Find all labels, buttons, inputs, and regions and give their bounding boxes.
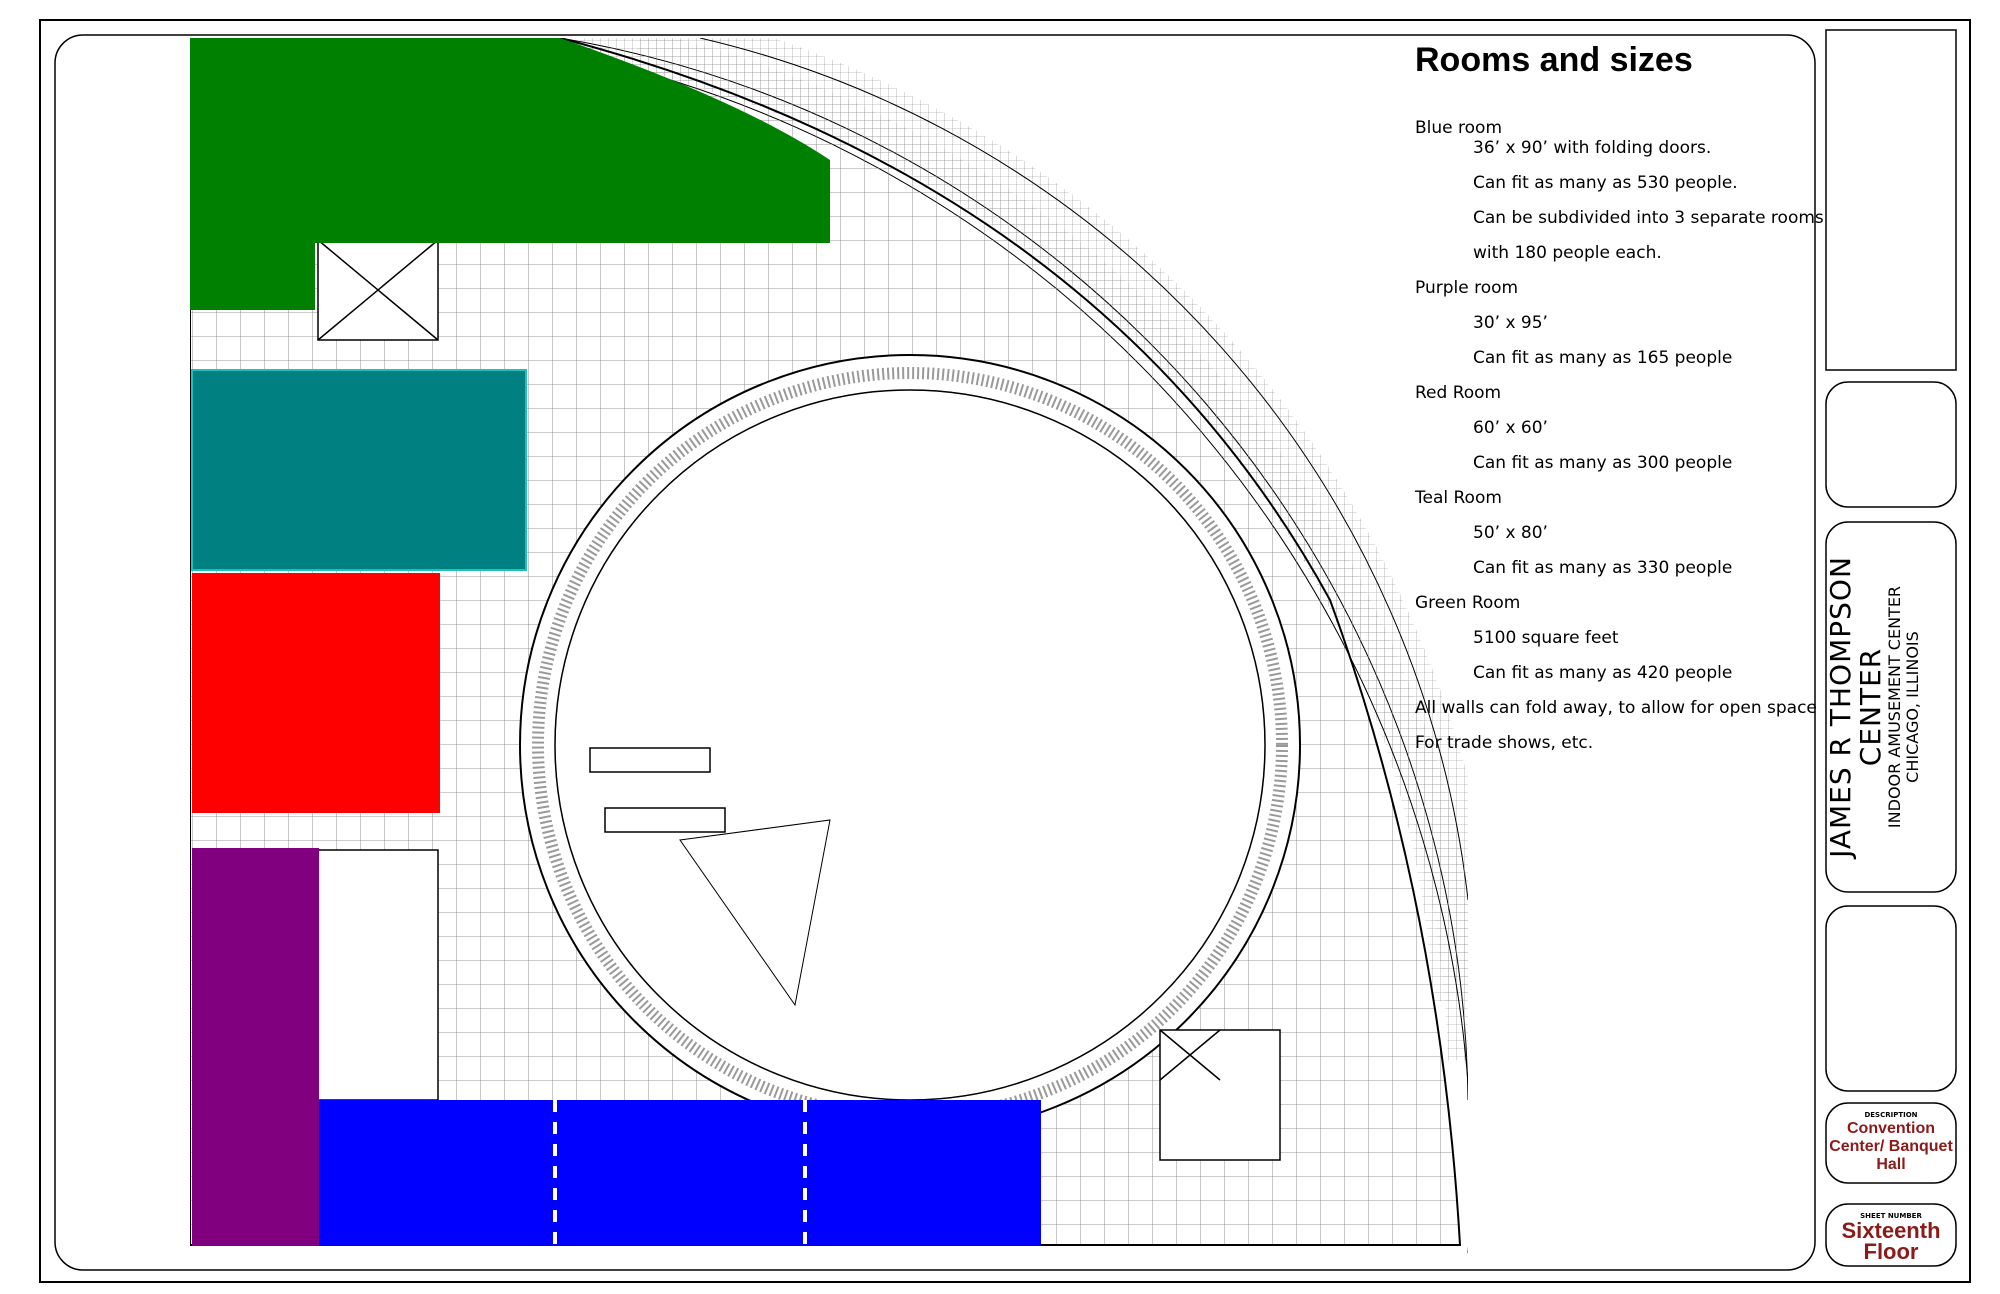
- rotunda: [519, 354, 1301, 1136]
- room-name-green: Green Room: [1415, 593, 1521, 613]
- room-detail: Can fit as many as 165 people: [1473, 348, 1733, 368]
- blue-room: [319, 1100, 1041, 1246]
- rooms-legend: Rooms and sizes Blue room 36’ x 90’ with…: [1415, 40, 1835, 753]
- room-name-blue: Blue room: [1415, 118, 1503, 138]
- room-detail: 5100 square feet: [1473, 628, 1619, 648]
- room-detail: Can fit as many as 330 people: [1473, 558, 1733, 578]
- room-detail: Can fit as many as 420 people: [1473, 663, 1733, 683]
- room-detail: 36’ x 90’ with folding doors.: [1473, 138, 1712, 158]
- room-detail: with 180 people each.: [1473, 243, 1662, 263]
- sheet-number-block: SHEET NUMBER Sixteenth Floor: [1826, 1204, 1956, 1264]
- project-title-line1: JAMES R THOMPSON: [1824, 556, 1857, 858]
- inner-border: [54, 34, 1816, 1271]
- sheet-number-value: Sixteenth Floor: [1841, 1218, 1941, 1264]
- curved-facade: [479, 38, 1468, 1253]
- description-label: DESCRIPTION: [1864, 1111, 1918, 1119]
- room-detail: 50’ x 80’: [1473, 523, 1548, 543]
- description-block: DESCRIPTION Convention Center/ Banquet H…: [1826, 1103, 1956, 1183]
- green-room: [190, 38, 830, 310]
- teal-room: [191, 369, 527, 571]
- red-room: [192, 573, 440, 813]
- room-name-red: Red Room: [1415, 383, 1502, 403]
- room-detail: Can be subdivided into 3 separate rooms: [1473, 208, 1824, 228]
- legend-note: All walls can fold away, to allow for op…: [1415, 698, 1817, 718]
- title-block: [1825, 29, 1957, 1267]
- service-cores: [317, 239, 1281, 1161]
- room-name-teal: Teal Room: [1415, 488, 1502, 508]
- room-detail: Can fit as many as 300 people: [1473, 453, 1733, 473]
- legend-note: For trade shows, etc.: [1415, 733, 1594, 753]
- room-detail: 30’ x 95’: [1473, 313, 1548, 333]
- room-detail: 60’ x 60’: [1473, 418, 1548, 438]
- project-subtitle-line1: INDOOR AMUSEMENT CENTER: [1885, 585, 1904, 829]
- project-title-line2: CENTER: [1854, 647, 1887, 767]
- legend-title: Rooms and sizes: [1415, 41, 1693, 79]
- project-title-block: JAMES R THOMPSON CENTER INDOOR AMUSEMENT…: [1824, 522, 1956, 892]
- outer-border: [39, 19, 1971, 1283]
- room-name-purple: Purple room: [1415, 278, 1519, 298]
- sheet-number-label: SHEET NUMBER: [1860, 1212, 1922, 1220]
- project-subtitle-line2: CHICAGO, ILLINOIS: [1903, 631, 1922, 783]
- room-detail: Can fit as many as 530 people.: [1473, 173, 1738, 193]
- purple-room: [192, 848, 319, 1246]
- description-value: Convention Center/ Banquet Hall: [1829, 1120, 1953, 1173]
